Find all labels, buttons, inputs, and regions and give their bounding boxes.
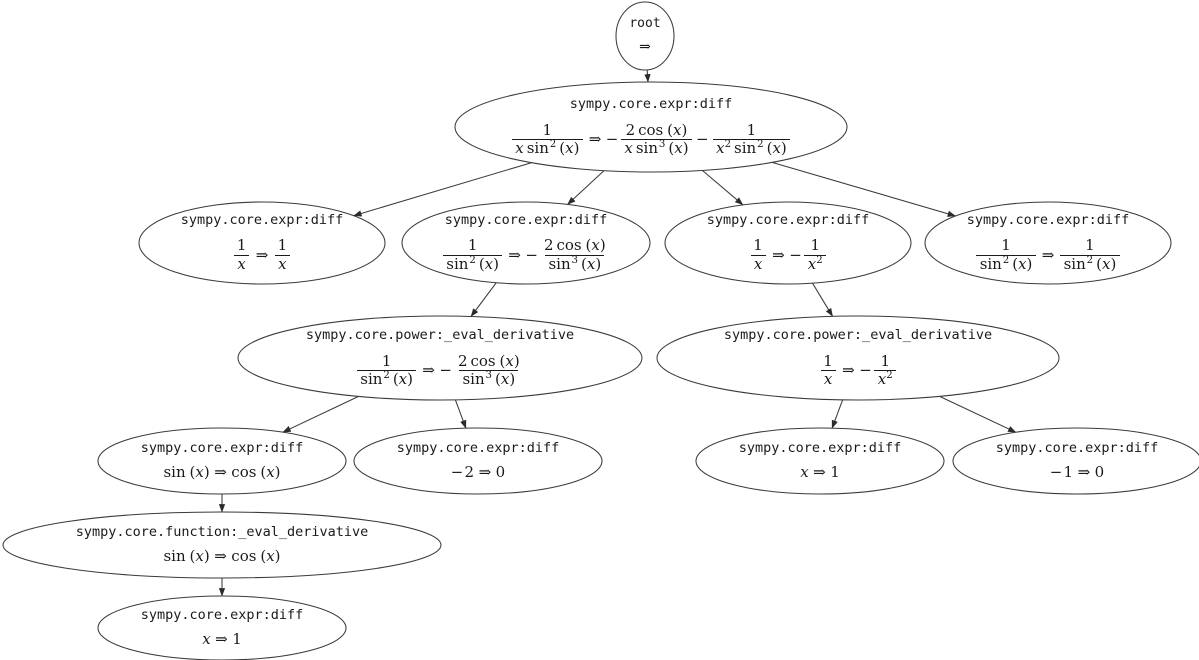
edge-n3-to-n6 <box>470 282 497 317</box>
node-ellipse-n2 <box>138 201 386 285</box>
edge-root-to-n1 <box>644 69 651 83</box>
node-root-expression: ⇒ <box>639 39 651 56</box>
node-diff-neg1-zero-label: sympy.core.expr:diff <box>995 440 1159 457</box>
node-diff-x-one-leaf-expression: x⇒1 <box>202 630 242 649</box>
node-power-eval-derivative-sin-label: sympy.core.power:_eval_derivative <box>305 326 575 343</box>
edge-n1-to-n5 <box>771 161 957 217</box>
edge-n7-to-n10 <box>831 399 844 429</box>
edge-n6-to-n9 <box>454 399 467 429</box>
node-power-eval-derivative-x-label: sympy.core.power:_eval_derivative <box>723 326 993 343</box>
node-diff-main-label: sympy.core.expr:diff <box>569 95 733 112</box>
node-ellipse-n5 <box>924 201 1172 285</box>
node-ellipse-n6 <box>237 315 643 401</box>
node-diff-neg2-zero-label: sympy.core.expr:diff <box>396 440 560 457</box>
edge-n6-to-n8 <box>282 395 359 433</box>
node-ellipse-n10 <box>695 427 945 495</box>
node-root[interactable]: root ⇒ <box>616 2 674 70</box>
edge-n1-to-n3 <box>567 170 605 205</box>
node-diff-inv-x-neg-label: sympy.core.expr:diff <box>706 212 870 229</box>
node-diff-x-one-leaf[interactable]: sympy.core.expr:diff x⇒1 <box>98 596 346 660</box>
node-diff-x-one-expression: x⇒1 <box>800 463 840 482</box>
node-ellipse-n11 <box>952 427 1199 495</box>
node-ellipse-n1 <box>454 81 848 173</box>
node-diff-sin2-identity-label: sympy.core.expr:diff <box>966 212 1130 229</box>
edge-n7-to-n11 <box>939 395 1017 433</box>
node-ellipse-n7 <box>656 315 1060 401</box>
node-diff-neg1-zero-expression: −1⇒0 <box>1049 463 1105 482</box>
node-root-label: root <box>629 16 661 31</box>
node-diff-sin-cos-expression: sin (x) ⇒ cos (x) <box>163 463 281 482</box>
node-diff-neg2-zero-expression: −2⇒0 <box>450 463 506 482</box>
node-ellipse-n3 <box>401 201 651 285</box>
node-ellipse-n4 <box>664 201 912 285</box>
node-diff-inv-x-label: sympy.core.expr:diff <box>180 212 344 229</box>
node-diff-x-one[interactable]: sympy.core.expr:diff x⇒1 <box>696 428 944 494</box>
node-function-eval-derivative-expression: sin (x) ⇒ cos (x) <box>163 547 281 566</box>
edge-n1-to-n4 <box>701 169 744 206</box>
node-function-eval-derivative-label: sympy.core.function:_eval_derivative <box>75 524 369 541</box>
edge-n4-to-n7 <box>812 282 834 317</box>
node-diff-sin-cos[interactable]: sympy.core.expr:diff sin (x) ⇒ cos (x) <box>98 428 346 494</box>
node-diff-neg1-zero[interactable]: sympy.core.expr:diff −1⇒0 <box>953 428 1199 494</box>
node-diff-inv-sin2-label: sympy.core.expr:diff <box>444 212 608 229</box>
edge-n1-to-n2 <box>353 162 532 217</box>
node-function-eval-derivative[interactable]: sympy.core.function:_eval_derivative sin… <box>3 512 441 578</box>
node-ellipse-root <box>615 1 675 71</box>
node-diff-sin-cos-label: sympy.core.expr:diff <box>140 440 304 457</box>
node-diff-x-one-label: sympy.core.expr:diff <box>738 440 902 457</box>
node-ellipse-n9 <box>353 427 603 495</box>
node-diff-x-one-leaf-label: sympy.core.expr:diff <box>140 607 304 624</box>
node-diff-neg2-zero[interactable]: sympy.core.expr:diff −2⇒0 <box>354 428 602 494</box>
